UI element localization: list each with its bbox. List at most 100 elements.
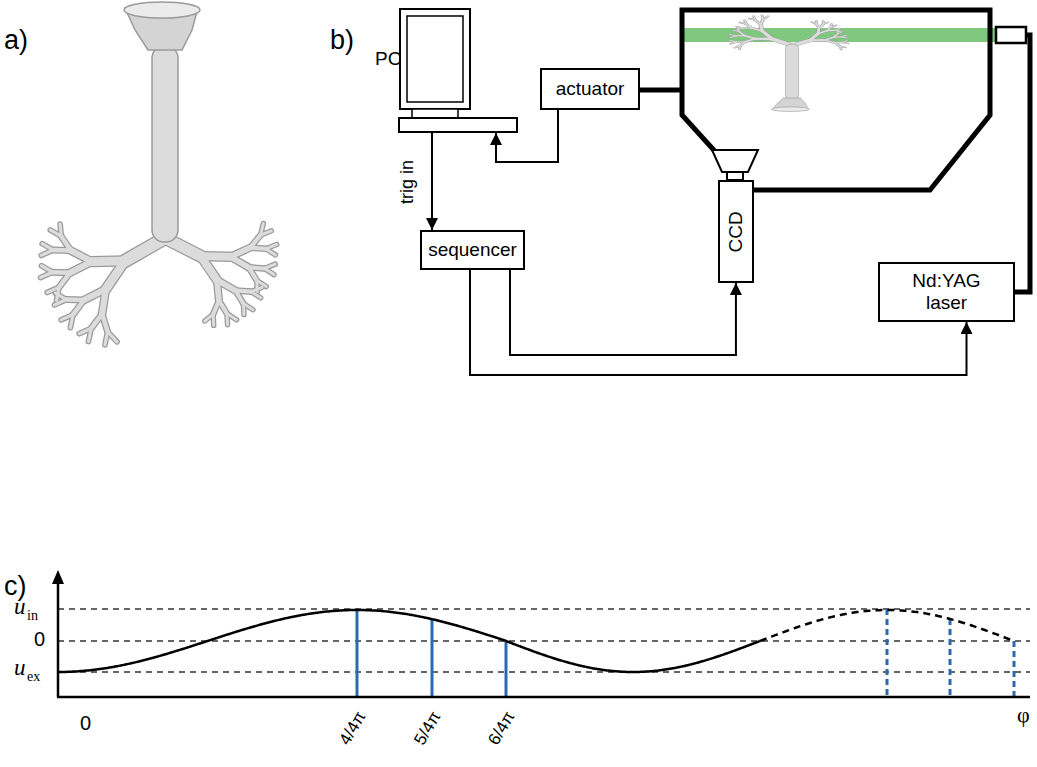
bronchus	[737, 27, 743, 28]
x-axis	[57, 696, 1030, 699]
bronchus	[201, 252, 231, 261]
bronchus	[54, 300, 66, 305]
bronchus	[730, 34, 736, 35]
bronchus-outline	[746, 24, 751, 28]
grid-line	[58, 671, 1030, 673]
signal-line	[510, 270, 736, 355]
bronchus	[260, 224, 263, 236]
bronchus	[41, 250, 53, 255]
bronchus-outline	[41, 272, 53, 277]
bronchus-outline	[41, 250, 53, 255]
computer: PC	[398, 8, 518, 133]
bronchus	[106, 261, 125, 289]
grid-lines	[58, 609, 1030, 672]
bronchus	[264, 264, 275, 268]
bronchus	[745, 20, 746, 24]
bronchus-outline	[266, 244, 277, 248]
process-box: sequencer	[420, 230, 525, 270]
bronchus	[108, 332, 117, 342]
bronchus-outline	[264, 264, 275, 268]
bronchus	[825, 40, 835, 43]
axis-subscript: ex	[27, 669, 40, 684]
panel-letter: b)	[330, 26, 354, 56]
bronchus-outline	[249, 267, 265, 268]
bronchus	[102, 314, 108, 332]
velocity-curve	[58, 610, 1014, 672]
tick-label: 6/4π	[485, 709, 519, 749]
bronchus-outline	[59, 273, 70, 287]
bronchus	[219, 301, 227, 314]
bronchus	[73, 300, 84, 314]
bronchus	[249, 267, 265, 268]
bronchus	[266, 244, 277, 248]
bronchus	[835, 43, 840, 46]
node-label: Nd:YAG laser	[902, 270, 992, 314]
epiglottis	[124, 2, 200, 18]
curve-dashed	[760, 610, 1014, 641]
bronchus-outline	[763, 16, 768, 19]
phase-markers	[357, 609, 1014, 697]
bronchus	[102, 289, 106, 314]
node-label: sequencer	[428, 239, 517, 261]
bronchus-outline	[761, 19, 764, 24]
bronchus	[810, 39, 825, 41]
bronchus-outline	[835, 43, 840, 46]
axis-value: 0	[80, 712, 91, 734]
bronchus	[834, 36, 842, 37]
bronchus	[838, 32, 843, 34]
bronchus	[250, 235, 260, 247]
axis-symbol: u	[14, 594, 26, 619]
bronchus-outline	[219, 301, 227, 314]
bronchus	[761, 19, 764, 24]
bronchus-outline	[108, 332, 117, 342]
light-sheet-optics	[996, 27, 1026, 43]
bronchus	[761, 24, 763, 31]
bronchus	[827, 30, 835, 31]
lens-mount	[727, 172, 743, 180]
phase-marker	[949, 619, 952, 697]
tick-label: 5/4π	[411, 709, 445, 749]
lung-model-scaled	[730, 15, 848, 111]
bronchus	[50, 230, 61, 236]
bronchus	[823, 22, 828, 24]
bronchus-outline	[230, 248, 250, 257]
bronchus	[70, 262, 92, 273]
water-tank	[682, 10, 990, 190]
airway-model	[41, 2, 277, 345]
phase-marker	[886, 609, 889, 697]
bronchus	[745, 36, 756, 39]
bronchus-outline	[819, 24, 823, 28]
bronchus	[730, 40, 736, 41]
bronchus	[815, 21, 817, 24]
bronchus	[41, 272, 53, 277]
bronchus	[754, 16, 755, 20]
bronchus-outline	[250, 235, 260, 247]
bronchus	[235, 291, 251, 292]
laser-box: Nd:YAG laser	[878, 262, 1015, 322]
bronchus	[257, 280, 267, 286]
camera-lens	[712, 150, 758, 172]
y-axis	[57, 582, 60, 697]
bronchus	[763, 16, 768, 19]
bronchus	[88, 328, 91, 341]
bronchus-outline	[842, 42, 847, 43]
phase-marker	[431, 619, 434, 697]
axis-symbol: φ	[1017, 703, 1030, 727]
signal-name: trig in	[398, 157, 418, 205]
bronchus	[212, 314, 216, 325]
bronchus	[736, 41, 745, 42]
monitor	[400, 9, 470, 109]
node-label: actuator	[556, 78, 625, 100]
bronchus-outline	[745, 36, 756, 39]
bronchus	[762, 15, 763, 19]
screen	[407, 16, 463, 102]
bronchus-outline	[102, 314, 108, 332]
camera-body: CCD	[718, 180, 754, 283]
laser-sheet	[684, 28, 996, 42]
actuator-rod	[640, 88, 682, 93]
lung-model	[730, 15, 848, 111]
bronchus	[735, 46, 740, 48]
bronchus-outline	[825, 40, 835, 43]
trachea	[152, 46, 178, 242]
